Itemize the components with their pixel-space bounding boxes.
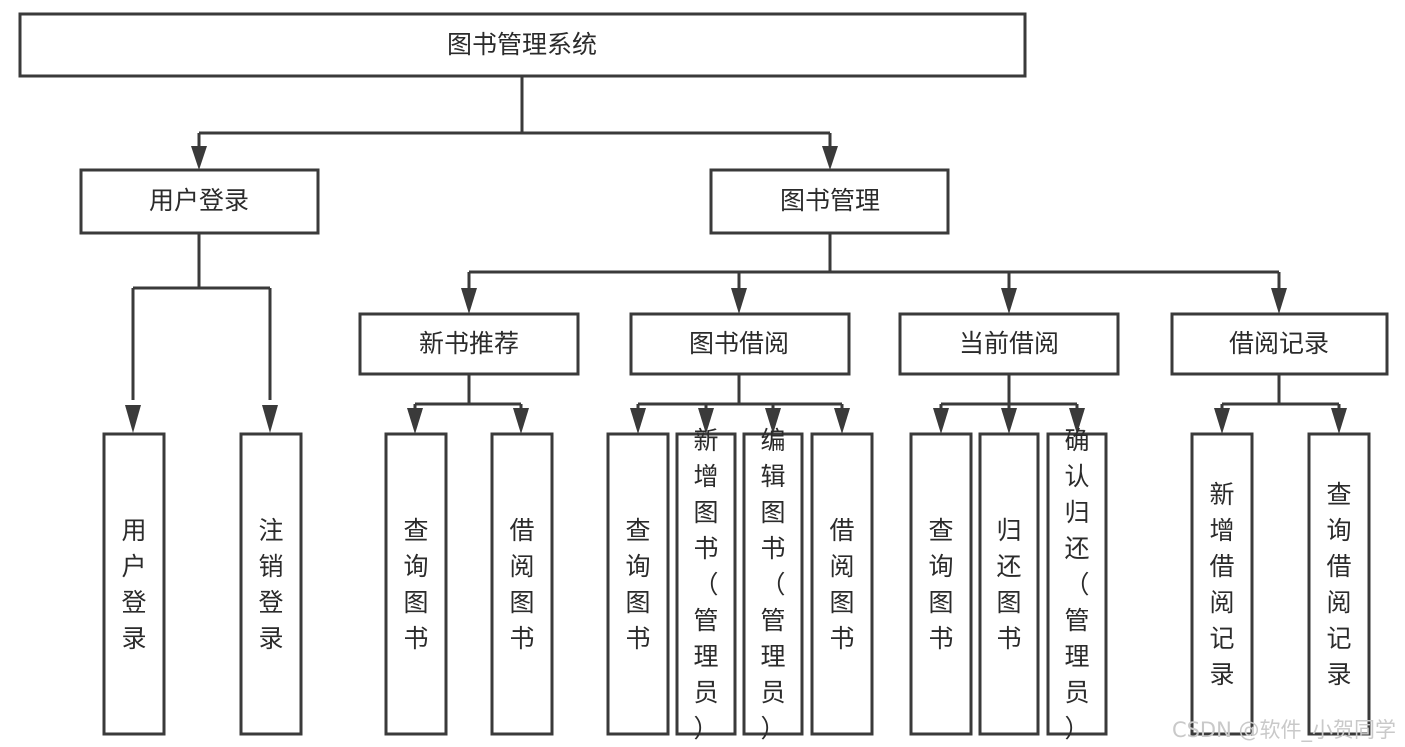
node-current-borrow[interactable]: 当前借阅 <box>898 312 1120 376</box>
node-user-login-box[interactable] <box>79 168 320 235</box>
leaf-current-borrow-1-box[interactable] <box>909 432 973 736</box>
arrow-borrowrecord-leaf-1 <box>1214 408 1230 434</box>
arrow-root-to-user-login <box>191 146 207 170</box>
arrow-bookmgmt-to-record <box>1271 288 1287 314</box>
arrow-userlogin-leaf-2 <box>262 405 278 433</box>
arrow-newbook-leaf-2 <box>513 408 529 434</box>
node-current-borrow-box[interactable] <box>898 312 1120 376</box>
arrow-bookborrow-leaf-3 <box>765 408 781 434</box>
node-new-book-recommend[interactable]: 新书推荐 <box>358 312 580 376</box>
leaf-current-borrow-1-label: 查询图书 <box>928 516 953 653</box>
leaf-new-book-1[interactable]: 查询图书 <box>384 432 448 736</box>
leaf-user-login-2-label: 注销登录 <box>258 516 283 653</box>
arrow-bookmgmt-to-newbook <box>461 288 477 314</box>
node-book-management[interactable]: 图书管理 <box>709 168 950 235</box>
connector-layer <box>125 77 1347 434</box>
node-new-book-recommend-box[interactable] <box>358 312 580 376</box>
leaf-current-borrow-2-label: 归还图书 <box>996 516 1021 653</box>
arrow-bookmgmt-to-current <box>1001 288 1017 314</box>
node-book-borrow-box[interactable] <box>629 312 851 376</box>
leaf-current-borrow-3-box[interactable] <box>1046 432 1108 736</box>
arrow-newbook-leaf-1 <box>407 408 423 434</box>
leaf-user-login-2-box[interactable] <box>239 432 303 736</box>
leaf-current-borrow-2-box[interactable] <box>978 432 1040 736</box>
leaf-book-borrow-1-label: 查询图书 <box>625 516 650 653</box>
leaf-new-book-2-label: 借阅图书 <box>509 516 534 653</box>
node-current-borrow-label: 当前借阅 <box>959 329 1059 358</box>
leaf-borrow-record-2-label: 查询借阅记录 <box>1326 480 1351 689</box>
node-book-borrow-label: 图书借阅 <box>689 329 789 358</box>
arrow-currentborrow-leaf-2 <box>1001 408 1017 434</box>
leaf-borrow-record-1[interactable]: 新增借阅记录 <box>1190 432 1254 736</box>
leaf-book-borrow-1-box[interactable] <box>606 432 670 736</box>
node-new-book-recommend-label: 新书推荐 <box>419 329 519 358</box>
node-root-label: 图书管理系统 <box>447 30 597 59</box>
leaf-current-borrow-3[interactable]: 确认归还（管理员） <box>1046 426 1108 743</box>
arrow-borrowrecord-leaf-2 <box>1331 408 1347 434</box>
node-borrow-record[interactable]: 借阅记录 <box>1170 312 1389 376</box>
leaf-book-borrow-1[interactable]: 查询图书 <box>606 432 670 736</box>
leaf-new-book-2[interactable]: 借阅图书 <box>490 432 554 736</box>
leaf-borrow-record-1-box[interactable] <box>1190 432 1254 736</box>
leaf-book-borrow-2[interactable]: 新增图书（管理员） <box>675 426 737 743</box>
leaf-user-login-1-label: 用户登录 <box>121 516 146 653</box>
leaf-current-borrow-3-label: 确认归还（管理员） <box>1064 426 1089 743</box>
leaf-book-borrow-4-box[interactable] <box>810 432 874 736</box>
leaf-borrow-record-2-box[interactable] <box>1307 432 1371 736</box>
leaf-book-borrow-3-box[interactable] <box>742 432 804 736</box>
watermark-label: CSDN @软件_小贺同学 <box>1172 718 1396 743</box>
leaf-current-borrow-1[interactable]: 查询图书 <box>909 432 973 736</box>
node-book-management-label: 图书管理 <box>780 186 880 215</box>
leaf-book-borrow-4[interactable]: 借阅图书 <box>810 432 874 736</box>
leaf-user-login-1[interactable]: 用户登录 <box>102 432 166 736</box>
arrow-currentborrow-leaf-3 <box>1069 408 1085 434</box>
node-borrow-record-box[interactable] <box>1170 312 1389 376</box>
arrow-root-to-book-mgmt <box>822 146 838 170</box>
node-user-login[interactable]: 用户登录 <box>79 168 320 235</box>
node-root[interactable]: 图书管理系统 <box>18 12 1027 78</box>
node-book-borrow[interactable]: 图书借阅 <box>629 312 851 376</box>
leaf-book-borrow-3[interactable]: 编辑图书（管理员） <box>742 426 804 743</box>
leaf-user-login-2[interactable]: 注销登录 <box>239 432 303 736</box>
arrow-bookborrow-leaf-4 <box>834 408 850 434</box>
leaf-new-book-1-box[interactable] <box>384 432 448 736</box>
leaf-new-book-2-box[interactable] <box>490 432 554 736</box>
node-user-login-label: 用户登录 <box>149 186 249 215</box>
leaf-current-borrow-2[interactable]: 归还图书 <box>978 432 1040 736</box>
leaf-borrow-record-2[interactable]: 查询借阅记录 <box>1307 432 1371 736</box>
leaf-book-borrow-4-label: 借阅图书 <box>829 516 854 653</box>
arrow-bookborrow-leaf-2 <box>698 408 714 434</box>
leaf-borrow-record-1-label: 新增借阅记录 <box>1209 480 1234 689</box>
node-root-box[interactable] <box>18 12 1027 78</box>
arrow-bookborrow-leaf-1 <box>630 408 646 434</box>
node-book-management-box[interactable] <box>709 168 950 235</box>
leaf-book-borrow-2-label: 新增图书（管理员） <box>693 426 718 743</box>
leaf-user-login-1-box[interactable] <box>102 432 166 736</box>
arrow-userlogin-leaf-1 <box>125 405 141 433</box>
leaf-book-borrow-3-label: 编辑图书（管理员） <box>760 426 785 743</box>
leaf-new-book-1-label: 查询图书 <box>403 516 428 653</box>
arrow-bookmgmt-to-borrow <box>731 288 747 314</box>
arrow-currentborrow-leaf-1 <box>933 408 949 434</box>
leaf-book-borrow-2-box[interactable] <box>675 432 737 736</box>
node-borrow-record-label: 借阅记录 <box>1229 329 1329 358</box>
